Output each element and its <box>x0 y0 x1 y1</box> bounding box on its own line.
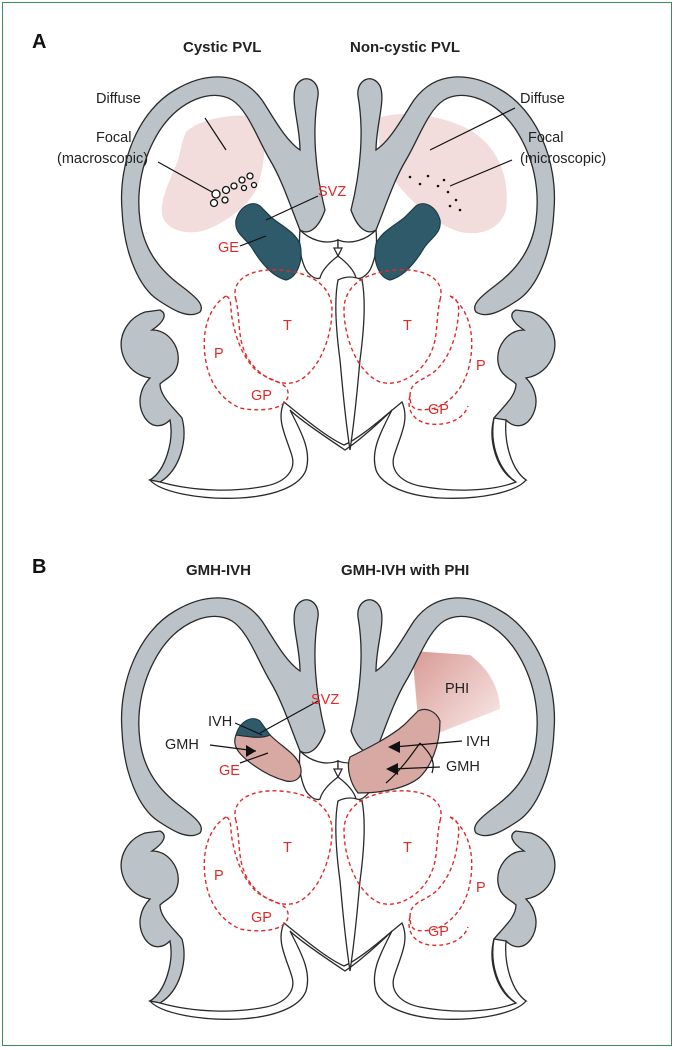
panel-a-right-title: Non-cystic PVL <box>350 39 460 56</box>
ge-label-b: GE <box>219 763 240 779</box>
gp-left-label-b: GP <box>251 910 272 926</box>
ivh-right-label: IVH <box>466 734 490 750</box>
panel-a-letter: A <box>32 31 46 53</box>
left-focal-label: Focal <box>96 130 131 146</box>
right-focal-label: Focal <box>528 130 563 146</box>
left-gmh-ivh-bleed <box>234 734 302 782</box>
t-left-label-a: T <box>283 318 292 334</box>
left-diffuse-label: Diffuse <box>96 91 141 107</box>
gp-right-label-b: GP <box>428 924 449 940</box>
gmh-left-label: GMH <box>165 737 199 753</box>
gp-left-label-a: GP <box>251 388 272 404</box>
p-left-label-b: P <box>214 868 224 884</box>
svz-label-a: SVZ <box>318 184 346 200</box>
ivh-left-label: IVH <box>208 714 232 730</box>
p-right-label-a: P <box>476 358 486 374</box>
left-pvl-region <box>161 115 265 233</box>
panel-b-brain <box>120 597 556 1020</box>
t-right-label-a: T <box>403 318 412 334</box>
t-right-label-b: T <box>403 840 412 856</box>
svz-label-b: SVZ <box>311 692 339 708</box>
left-germinal-eminence <box>235 203 302 281</box>
right-focal-sub-label: (microscopic) <box>520 151 606 167</box>
t-left-label-b: T <box>283 840 292 856</box>
microscopic-foci <box>408 174 462 212</box>
left-germinal-eminence-b <box>235 718 271 738</box>
panel-a-left-title: Cystic PVL <box>183 39 261 56</box>
panel-b-left-title: GMH-IVH <box>186 562 251 579</box>
panel-b-right-title: GMH-IVH with PHI <box>341 562 469 579</box>
right-diffuse-label: Diffuse <box>520 91 565 107</box>
panel-a-brain <box>120 76 556 499</box>
macroscopic-cysts <box>209 172 258 208</box>
gp-right-label-a: GP <box>428 402 449 418</box>
right-germinal-eminence <box>374 203 441 281</box>
panel-b-letter: B <box>32 556 46 578</box>
ge-label-a: GE <box>218 240 239 256</box>
left-focal-sub-label: (macroscopic) <box>57 151 148 167</box>
gmh-right-label: GMH <box>446 759 480 775</box>
p-right-label-b: P <box>476 880 486 896</box>
right-gmh-ivh-bleed <box>347 708 441 794</box>
phi-label: PHI <box>445 681 469 697</box>
p-left-label-a: P <box>214 346 224 362</box>
